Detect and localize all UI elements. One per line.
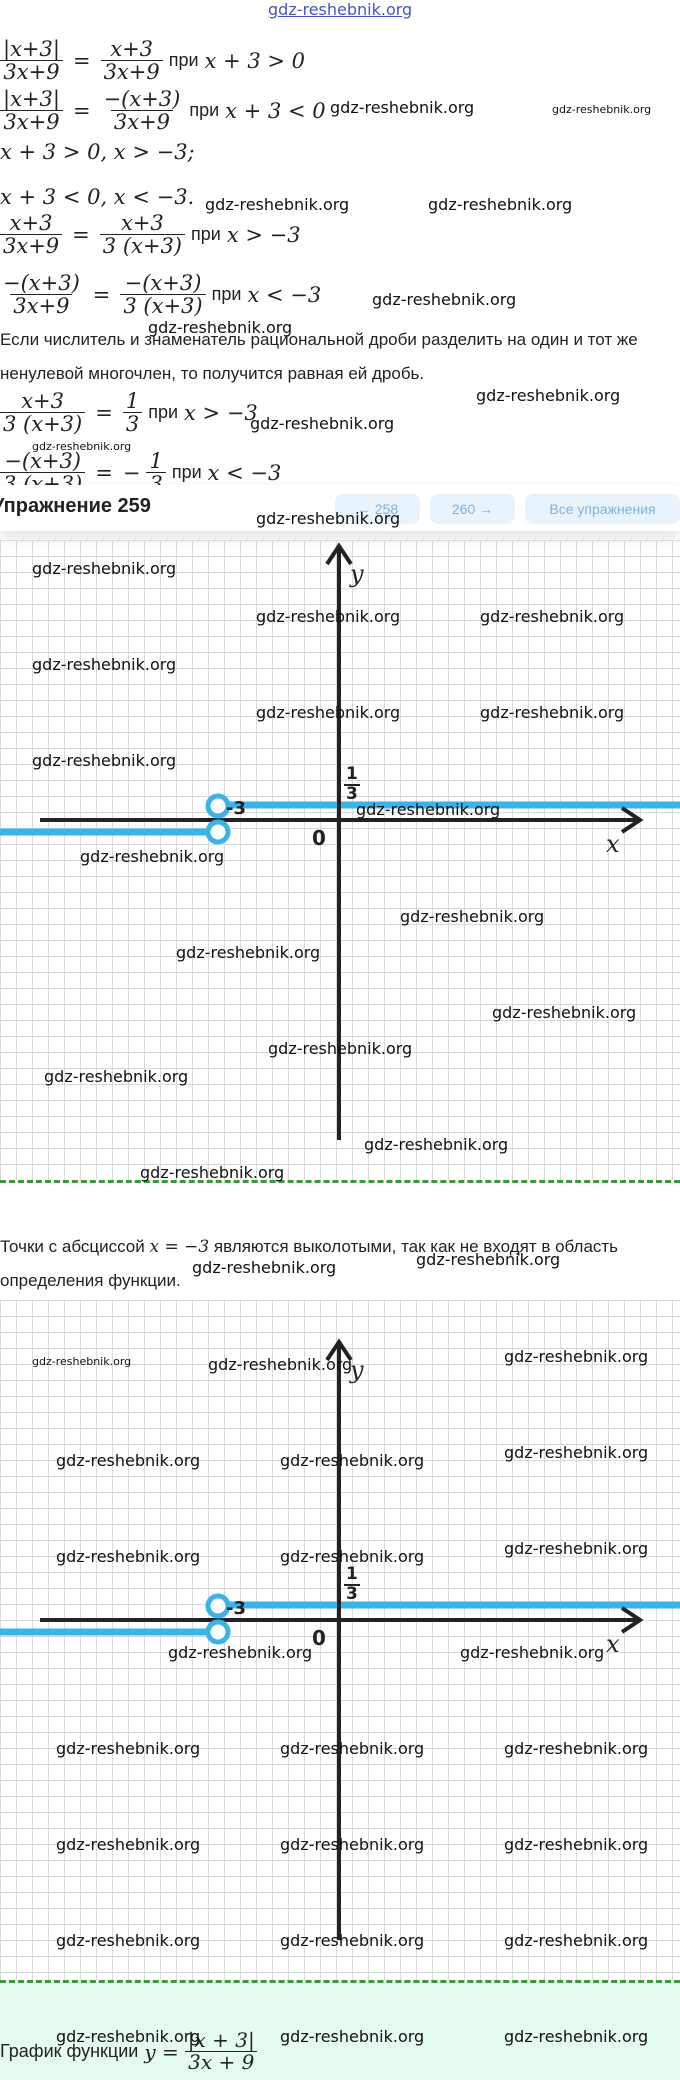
section-divider-2 <box>0 1980 680 1983</box>
watermark-text: gdz-reshebnik.org <box>32 440 132 453</box>
exercise-title: Упражнение 259 <box>0 495 151 517</box>
watermark-text: gdz-reshebnik.org <box>280 2027 425 2046</box>
watermark-text: gdz-reshebnik.org <box>400 907 545 926</box>
watermark-text: gdz-reshebnik.org <box>56 1451 201 1470</box>
watermark-text: gdz-reshebnik.org <box>416 1250 561 1269</box>
tick-label-neg3: -3 <box>226 798 246 819</box>
watermark-text: gdz-reshebnik.org <box>56 1835 201 1854</box>
watermark-text: gdz-reshebnik.org <box>280 1739 425 1758</box>
watermark-text: gdz-reshebnik.org <box>32 751 177 770</box>
watermark-text: gdz-reshebnik.org <box>256 703 401 722</box>
watermark-text: gdz-reshebnik.org <box>250 414 395 433</box>
origin-label: 0 <box>312 1626 326 1650</box>
watermark-text: gdz-reshebnik.org <box>56 2027 201 2046</box>
watermark-text: gdz-reshebnik.org <box>280 1547 425 1566</box>
watermark-text: gdz-reshebnik.org <box>492 1003 637 1022</box>
equation-row-3: x + 3 > 0, x > −3; <box>0 140 195 164</box>
prev-exercise-button[interactable]: ← 258 <box>335 494 420 524</box>
x-axis-arrow <box>620 1606 644 1634</box>
punctured-point-lower <box>205 1619 231 1645</box>
watermark-text: gdz-reshebnik.org <box>504 1739 649 1758</box>
section-divider-1 <box>0 1180 680 1183</box>
watermark-text: gdz-reshebnik.org <box>504 1539 649 1558</box>
x-axis-arrow <box>620 806 644 834</box>
watermark-text: gdz-reshebnik.org <box>192 1258 337 1277</box>
watermark-text: gdz-reshebnik.org <box>356 800 501 819</box>
next-section-band <box>0 1980 680 2080</box>
watermark-text: gdz-reshebnik.org <box>168 1643 313 1662</box>
all-exercises-button[interactable]: Все упражнения <box>525 494 680 524</box>
watermark-text: gdz-reshebnik.org <box>460 1643 605 1662</box>
watermark-text: gdz-reshebnik.org <box>476 386 621 405</box>
next-exercise-button[interactable]: 260 → <box>430 494 515 524</box>
equation-row-4: x + 3 < 0, x < −3. <box>0 185 195 209</box>
watermark-text: gdz-reshebnik.org <box>504 2027 649 2046</box>
site-header-link[interactable]: gdz-reshebnik.org <box>268 0 413 19</box>
watermark-text: gdz-reshebnik.org <box>56 1739 201 1758</box>
watermark-text: gdz-reshebnik.org <box>504 1443 649 1462</box>
watermark-text: gdz-reshebnik.org <box>256 607 401 626</box>
watermark-text: gdz-reshebnik.org <box>148 318 293 337</box>
fraction: |x+3|3x+9 <box>0 38 63 83</box>
watermark-text: gdz-reshebnik.org <box>44 1067 189 1086</box>
x-axis-label: x <box>606 1630 620 1658</box>
watermark-text: gdz-reshebnik.org <box>504 1835 649 1854</box>
watermark-text: gdz-reshebnik.org <box>268 1039 413 1058</box>
y-axis-arrow <box>325 1338 353 1362</box>
bottom-function-caption: График функции y = |x + 3|3x + 9 <box>0 2030 258 2073</box>
watermark-text: gdz-reshebnik.org <box>280 1451 425 1470</box>
watermark-text: gdz-reshebnik.org <box>56 1547 201 1566</box>
y-axis-arrow <box>325 542 353 566</box>
graph-2-svg <box>0 1338 680 1940</box>
x-axis-label: x <box>606 830 620 858</box>
punctured-point-upper <box>205 793 231 819</box>
watermark-text: gdz-reshebnik.org <box>80 847 225 866</box>
watermark-text: gdz-reshebnik.org <box>552 103 652 116</box>
punctured-point-upper <box>205 1593 231 1619</box>
equation-row-2: |x+3|3x+9 = −(x+3)3x+9 при x + 3 < 0 <box>0 88 326 133</box>
watermark-text: gdz-reshebnik.org <box>330 98 475 117</box>
watermark-text: gdz-reshebnik.org <box>32 559 177 578</box>
watermark-text: gdz-reshebnik.org <box>504 1931 649 1950</box>
watermark-text: gdz-reshebnik.org <box>256 509 401 528</box>
graph-1-svg <box>0 542 680 1140</box>
tick-label-neg3: -3 <box>226 1598 246 1619</box>
watermark-text: gdz-reshebnik.org <box>480 607 625 626</box>
y-axis-label: y <box>350 560 364 588</box>
punctured-point-lower <box>205 819 231 845</box>
origin-label: 0 <box>312 826 326 850</box>
watermark-text: gdz-reshebnik.org <box>32 655 177 674</box>
rule-paragraph: Если числитель и знаменатель рационально… <box>0 330 638 383</box>
watermark-text: gdz-reshebnik.org <box>504 1347 649 1366</box>
punctured-paragraph: Точки с абсциссой x = −3 являются выколо… <box>0 1237 619 1290</box>
watermark-text: gdz-reshebnik.org <box>364 1135 509 1154</box>
watermark-text: gdz-reshebnik.org <box>205 195 350 214</box>
watermark-text: gdz-reshebnik.org <box>56 1931 201 1950</box>
watermark-text: gdz-reshebnik.org <box>32 1355 132 1368</box>
watermark-text: gdz-reshebnik.org <box>480 703 625 722</box>
equation-row-6: −(x+3)3x+9 = −(x+3)3 (x+3) при x < −3 <box>3 271 322 319</box>
watermark-text: gdz-reshebnik.org <box>280 1835 425 1854</box>
watermark-text: gdz-reshebnik.org <box>140 1163 285 1182</box>
watermark-text: gdz-reshebnik.org <box>428 195 573 214</box>
watermark-text: gdz-reshebnik.org <box>176 943 321 962</box>
watermark-text: gdz-reshebnik.org <box>208 1355 353 1374</box>
watermark-text: gdz-reshebnik.org <box>280 1931 425 1950</box>
y-axis-label: y <box>350 1356 364 1384</box>
exercise-nav-bar: Упражнение 259 ← 258 260 → Все упражнени… <box>0 485 680 531</box>
watermark-text: gdz-reshebnik.org <box>372 290 517 309</box>
